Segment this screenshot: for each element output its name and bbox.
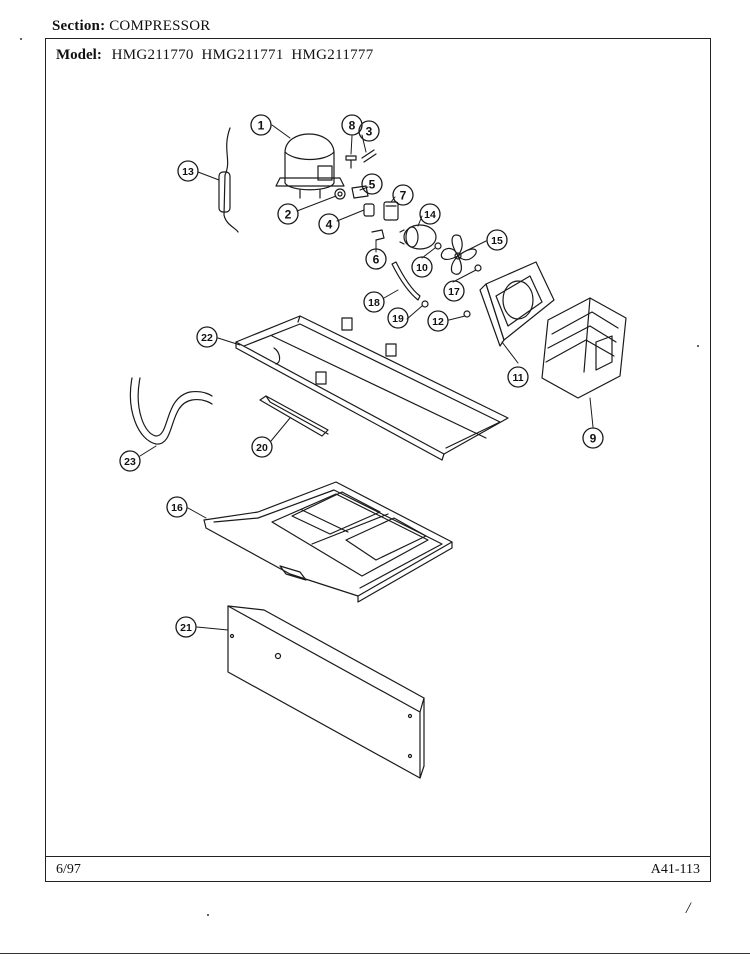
- part-condenser: [541, 297, 627, 399]
- callout-number: 16: [171, 502, 183, 514]
- callout-7: 7: [392, 184, 414, 206]
- section-label: Section:: [52, 18, 106, 34]
- callout-13: 13: [177, 160, 199, 182]
- callout-number: 1: [258, 119, 265, 133]
- callout-12: 12: [427, 310, 449, 332]
- callout-20: 20: [251, 436, 273, 458]
- callout-3: 3: [358, 120, 380, 142]
- callout-9: 9: [582, 427, 604, 449]
- model-number: HMG211771: [201, 47, 284, 63]
- callout-number: 15: [491, 235, 503, 247]
- callout-number: 9: [590, 432, 597, 446]
- model-label: Model:: [56, 47, 102, 63]
- callout-19: 19: [387, 307, 409, 329]
- part-drain-tube: [129, 377, 213, 445]
- callout-number: 23: [124, 456, 136, 468]
- callout-11: 11: [507, 366, 529, 388]
- model-number: HMG211777: [291, 47, 374, 63]
- callout-5: 5: [361, 173, 383, 195]
- part-bracket: [371, 229, 385, 241]
- part-toe-plate: [227, 605, 425, 779]
- callout-14: 14: [419, 203, 441, 225]
- callout-21: 21: [175, 616, 197, 638]
- callout-16: 16: [166, 496, 188, 518]
- callout-number: 14: [424, 209, 436, 221]
- footer-date: 6/97: [56, 862, 81, 877]
- callout-number: 18: [368, 297, 380, 309]
- callout-18: 18: [363, 291, 385, 313]
- callout-2: 2: [277, 203, 299, 225]
- section-heading: Section: COMPRESSOR: [52, 18, 210, 35]
- scan-speck: [207, 914, 209, 916]
- callout-22: 22: [196, 326, 218, 348]
- callout-15: 15: [486, 229, 508, 251]
- callout-1: 1: [250, 114, 272, 136]
- callout-number: 10: [416, 262, 428, 274]
- callout-10: 10: [411, 256, 433, 278]
- part-nut-19: [421, 300, 429, 308]
- model-heading: Model: HMG211770 HMG211771 HMG211777: [56, 47, 374, 64]
- callout-number: 21: [180, 622, 192, 634]
- callout-number: 8: [349, 119, 356, 133]
- part-clip: [361, 149, 377, 163]
- callout-23: 23: [119, 450, 141, 472]
- part-clamp: [383, 201, 399, 221]
- callout-number: 7: [400, 189, 407, 203]
- part-fan-blade: [440, 234, 477, 275]
- footer-divider: [46, 856, 710, 857]
- part-strap: [391, 261, 421, 301]
- callouts: 1 2 3 4 5 6 7 8 9 10 11 12 13 14 15 16 1…: [119, 114, 604, 638]
- part-rail: [259, 395, 329, 437]
- callout-number: 13: [182, 166, 194, 178]
- part-drier: [218, 127, 239, 233]
- callout-number: 17: [448, 286, 460, 298]
- part-grommet: [363, 203, 375, 217]
- callout-number: 11: [512, 372, 523, 384]
- callout-number: 5: [369, 178, 376, 192]
- diagram-frame: Model: HMG211770 HMG211771 HMG211777 6/9…: [45, 38, 711, 882]
- scan-speck: [697, 345, 699, 347]
- part-relay: [351, 185, 369, 199]
- callout-number: 6: [373, 253, 380, 267]
- part-shaft-nut: [474, 264, 482, 272]
- part-compressor: [275, 133, 345, 199]
- callout-number: 12: [432, 316, 444, 328]
- callout-number: 22: [201, 332, 213, 344]
- part-bolt: [345, 155, 357, 169]
- scan-speck: [20, 38, 22, 40]
- part-nut-12: [463, 310, 471, 318]
- model-number: HMG211770: [111, 47, 194, 63]
- callout-number: 2: [285, 208, 292, 222]
- part-shroud: [479, 261, 555, 347]
- part-base-plate: [235, 315, 509, 461]
- footer-code: A41-113: [650, 862, 700, 877]
- callout-4: 4: [318, 213, 340, 235]
- callout-leaders: [139, 124, 594, 631]
- callout-6: 6: [365, 248, 387, 270]
- part-nut: [434, 242, 442, 250]
- callout-17: 17: [443, 280, 465, 302]
- callout-number: 20: [256, 442, 268, 454]
- section-value: COMPRESSOR: [109, 18, 211, 34]
- callout-number: 19: [392, 313, 404, 325]
- callout-number: 3: [366, 125, 373, 139]
- callout-number: 4: [326, 218, 333, 232]
- page-bottom-rule: [0, 953, 750, 954]
- stray-pen-mark: /: [686, 900, 691, 917]
- part-fan-motor: [399, 224, 437, 250]
- part-overload: [334, 188, 346, 200]
- part-drain-pan: [203, 481, 453, 603]
- callout-8: 8: [341, 114, 363, 136]
